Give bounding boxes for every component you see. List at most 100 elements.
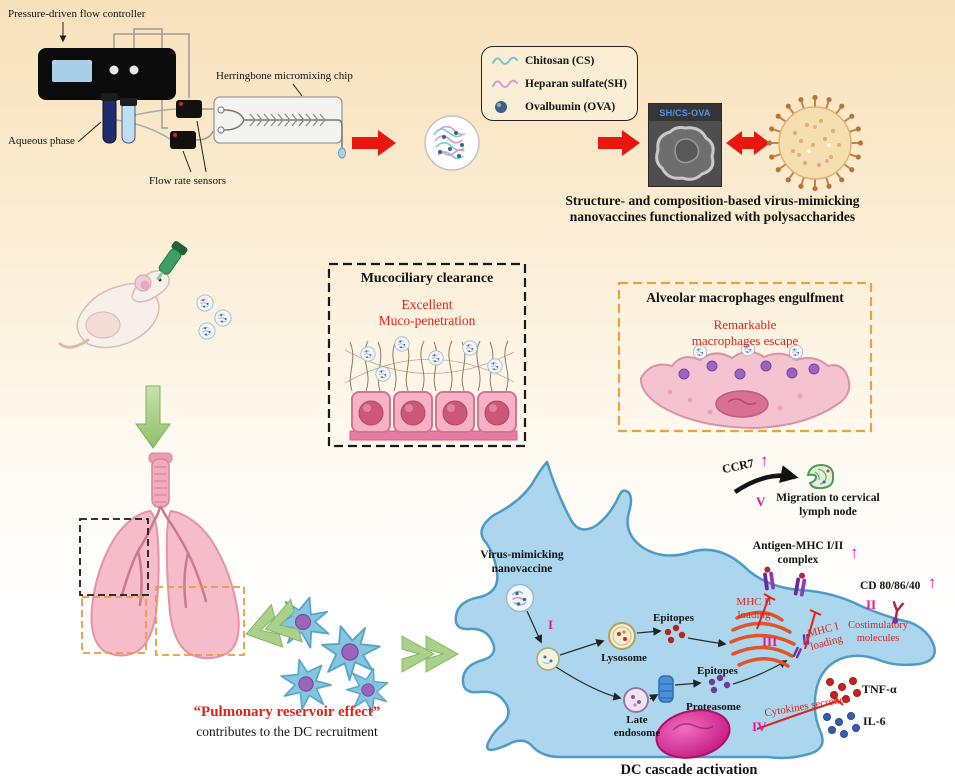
step-3-numeral: III [762,634,778,649]
step-5-numeral: V [756,494,766,509]
step-2-numeral: II [866,597,877,612]
proteasome-barrel [658,675,674,703]
lung-orange-roi-right [155,586,245,656]
legend-item-heparan: Heparan sulfate(SH) [492,77,631,91]
tnf-dots [826,677,861,703]
red-arrow-1 [352,130,396,156]
er-mhc-loading [729,610,796,668]
lymph-node-icon [806,463,835,490]
ovalbumin-sphere-icon [495,101,507,113]
late-endosome-line1: Late [626,714,648,726]
costimulatory-receptor [892,600,905,624]
legend-label-ovalbumin: Ovalbumin (OVA) [525,101,616,113]
il6-dots [823,712,860,738]
late-endosome-label: Late endosome [608,714,666,740]
muco-line2: Muco-penetration [378,313,476,329]
antigen-mhc-complexes [763,566,807,597]
antigen-up-arrow: ↑ [850,543,859,562]
epitopes-red-dots [664,624,686,644]
aqueous-phase-label: Aqueous phase [8,135,75,147]
tem-label: SH/CS-OVA [659,107,711,118]
red-double-arrow [726,131,770,155]
costim-line1: Costimulatory [847,620,909,631]
dc-recruitment-text: contributes to the DC recruitment [196,724,378,739]
macrophage-title: Alveolar macrophages engulfment [646,290,844,305]
red-arrow-2 [598,130,640,156]
top-caption-line2: nanovaccines functionalized with polysac… [569,209,856,225]
cd-up-arrow: ↑ [928,573,937,592]
costimulatory-label: Costimulatory molecules [840,620,916,645]
nanovaccine-label: Virus-mimicking nanovaccine [474,549,570,577]
dendritic-cell-body [454,460,936,760]
il6-label: IL-6 [863,714,886,728]
lung-orange-roi-left [81,596,147,654]
lung-black-roi [79,518,149,596]
tem-image: SH/CS-OVA [648,103,722,187]
migration-label: Migration to cervical lymph node [770,492,886,520]
mhc2-line2: loading [737,609,771,622]
epitopes-purple-dots [708,674,731,694]
mucociliary-highlight: Excellent Muco-penetration [331,297,523,329]
alveolar-macrophage [639,341,851,430]
dc-nucleus [655,709,731,759]
green-arrow-to-dc [401,635,460,673]
top-caption-line1: Structure- and composition-based virus-m… [565,193,860,208]
red-signal-lines [756,593,844,730]
macrophage-highlight: Remarkable macrophages escape [621,317,869,348]
lysosome-label: Lysosome [601,652,647,664]
mhc2-line1: MHC II [736,596,772,608]
late-endosome-line2: endosome [613,727,661,740]
macrophage-panel-border [617,281,873,433]
antigen-mhc-label: Antigen-MHC I/II complex [746,540,850,568]
lungs [79,452,245,660]
chitosan-line-icon [492,56,518,65]
step-4-numeral: IV [752,719,767,734]
nanovaccine-particle [424,115,480,171]
cd-label: CD 80/86/40 [860,580,921,592]
epitopes-label-1: Epitopes [653,612,694,624]
flow-rate-sensors-label: Flow rate sensors [149,175,226,187]
mhc2-loading-label: MHC II loading [728,596,780,622]
tem-nanoparticle [649,121,721,186]
mucociliary-title: Mucociliary clearance [360,271,494,286]
proteasome-label: Proteasome [686,701,741,713]
chip-label: Herringbone micromixing chip [216,70,353,82]
legend-label-heparan: Heparan sulfate(SH) [525,78,627,90]
label-pointer-lines [59,22,303,173]
mouse-intranasal [58,241,232,349]
migration-line2: lymph node [799,505,857,518]
macro-line2: macrophages escape [691,332,799,348]
virus-mimicking-particle [765,93,865,193]
legend-label-chitosan: Chitosan (CS) [525,55,595,67]
reservoir-effect-text: “Pulmonary reservoir effect” [193,704,381,720]
material-legend: Chitosan (CS) Heparan sulfate(SH) Ovalbu… [481,46,638,121]
nanovaccine-line2: nanovaccine [491,562,553,575]
legend-item-chitosan: Chitosan (CS) [492,54,631,68]
ccr7-migration-arrow [733,465,799,494]
muco-penetrating-particles [360,336,503,382]
muco-line1: Excellent [401,297,453,312]
epitopes-label-2: Epitopes [697,665,738,677]
costim-line2: molecules [856,632,900,644]
nasal-dropper-icon [156,241,188,281]
step-1-numeral: I [548,617,554,632]
flow-controller-device [38,28,190,129]
green-arrow-down [135,385,171,449]
nanovaccine-line1: Virus-mimicking [480,549,564,561]
tnf-label: TNF-α [862,682,897,696]
engulfed-particles [678,360,820,380]
antigen-line2: complex [777,553,819,566]
mucociliary-panel-border [327,262,527,448]
endosome-vesicle [536,647,560,671]
aqueous-tubes [101,93,177,144]
macro-line1: Remarkable [713,317,777,332]
migration-line1: Migration to cervical [776,492,880,504]
top-caption: Structure- and composition-based virus-m… [540,193,885,225]
ccr7-up-arrow: ↑ [760,451,769,470]
herringbone-chip [213,96,346,159]
antigen-line1: Antigen-MHC I/II [752,540,844,552]
heparan-line-icon [492,79,518,88]
lysosome-vesicle [608,622,636,650]
